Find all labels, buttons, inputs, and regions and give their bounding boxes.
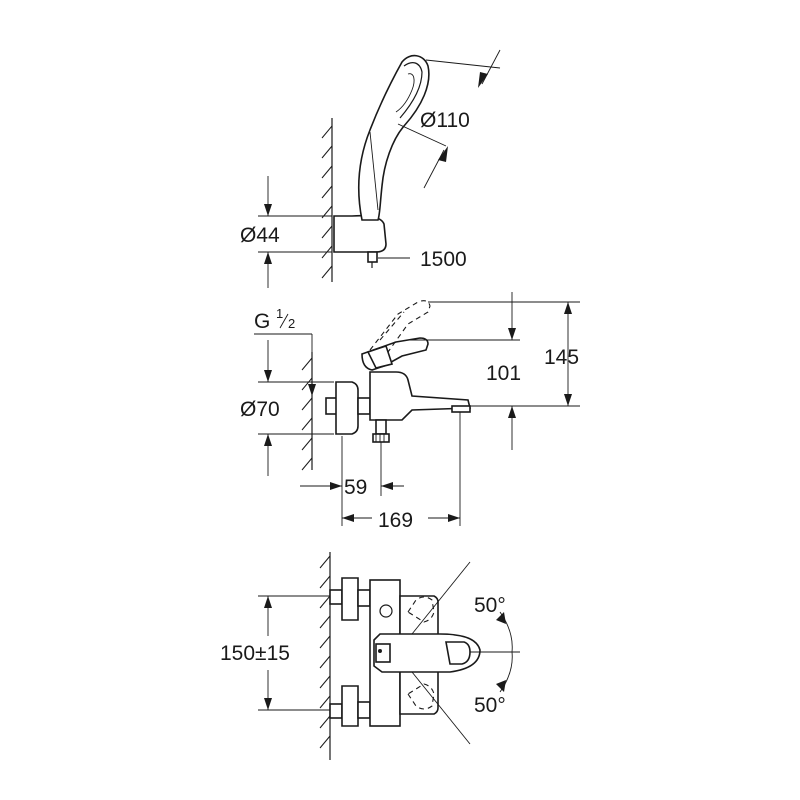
upper-nut — [357, 589, 371, 607]
thread-label-denominator: 2 — [288, 316, 295, 331]
dim-outlet-offset: 59 — [344, 476, 367, 499]
hand-shower — [357, 54, 430, 221]
handshower-view: Ø110 Ø44 1500 — [240, 49, 501, 288]
dim101-arrow-top — [508, 328, 516, 340]
dim-lever-height: 145 — [544, 346, 579, 369]
thread-leader-arrow — [308, 384, 316, 396]
upper-union — [329, 589, 343, 605]
spray-face-inner — [395, 73, 415, 113]
connection-nut — [357, 397, 371, 415]
dim101-arrow-bottom — [508, 406, 516, 418]
d110-ext-bottom — [397, 123, 447, 147]
lever-grip-end — [445, 641, 471, 665]
diverter-stem — [375, 419, 387, 435]
lever-cartridge — [366, 344, 394, 369]
d70-arrow-top — [264, 370, 272, 382]
upper-escutcheon — [341, 577, 359, 621]
mixer-side-view: G 1 2 Ø70 101 145 59 — [240, 292, 580, 532]
dim-holder-diameter: Ø44 — [240, 224, 280, 247]
dim-escutcheon-diameter: Ø70 — [240, 398, 280, 421]
d110-dim-bottom — [423, 149, 445, 189]
lever-upper-position — [407, 596, 435, 623]
d110-arrow-top — [478, 72, 488, 88]
angle-arrow-upper — [496, 612, 506, 624]
angle-upper-label: 50° — [474, 594, 506, 617]
lower-union — [329, 703, 343, 719]
indicator-dot — [378, 649, 382, 653]
d70-arrow-bottom — [264, 434, 272, 446]
wall-hatching-middle — [301, 357, 313, 471]
dim169-arrow-left — [342, 514, 354, 522]
d110-arrow-bottom — [438, 146, 448, 162]
lever-cartridge-top — [375, 643, 391, 663]
thread-label-g: G — [254, 310, 270, 333]
dim145-arrow-top — [564, 302, 572, 314]
wall-hatching-bottom — [319, 555, 331, 749]
dim169-arrow-right — [448, 514, 460, 522]
dim59-arrow-left — [330, 482, 342, 490]
escutcheon — [335, 381, 359, 435]
angle-lower-label: 50° — [474, 694, 506, 717]
angle-ray-lower — [411, 671, 471, 745]
centres-arrow-bottom — [264, 698, 272, 710]
dim-spout-height: 101 — [486, 362, 521, 385]
lower-nut — [357, 701, 371, 719]
centres-arrow-top — [264, 596, 272, 608]
diverter-top-circle — [379, 604, 393, 618]
aerator — [451, 405, 471, 413]
thread-fraction-slash — [279, 313, 289, 329]
dim-hose-length: 1500 — [420, 248, 467, 271]
hose-connector — [367, 251, 378, 263]
d110-ext-top — [425, 59, 501, 69]
handle-highlight — [369, 131, 379, 211]
diverter-knob — [372, 433, 390, 443]
d110-dim-top — [481, 49, 501, 85]
dim-centres: 150±15 — [220, 642, 290, 665]
d44-arrow-top — [264, 204, 272, 216]
dim145-arrow-bottom — [564, 394, 572, 406]
wall-hatching-top — [321, 125, 333, 279]
lever-open-inner — [379, 311, 405, 341]
d44-arrow-bottom — [264, 252, 272, 264]
dim59-arrow-right — [381, 482, 393, 490]
mixer-body — [369, 371, 472, 421]
spray-face — [399, 62, 423, 119]
angle-arrow-lower — [496, 680, 506, 692]
dim-handshower-diameter: Ø110 — [420, 109, 470, 132]
dim-projection: 169 — [378, 509, 413, 532]
wall-holder — [333, 214, 387, 253]
angle-ray-upper — [411, 561, 471, 635]
lower-escutcheon — [341, 685, 359, 727]
thread-label-numerator: 1 — [276, 306, 283, 321]
lever-lower-position — [407, 683, 435, 710]
mixer-top-view: 50° 50° 150±15 — [220, 552, 520, 760]
